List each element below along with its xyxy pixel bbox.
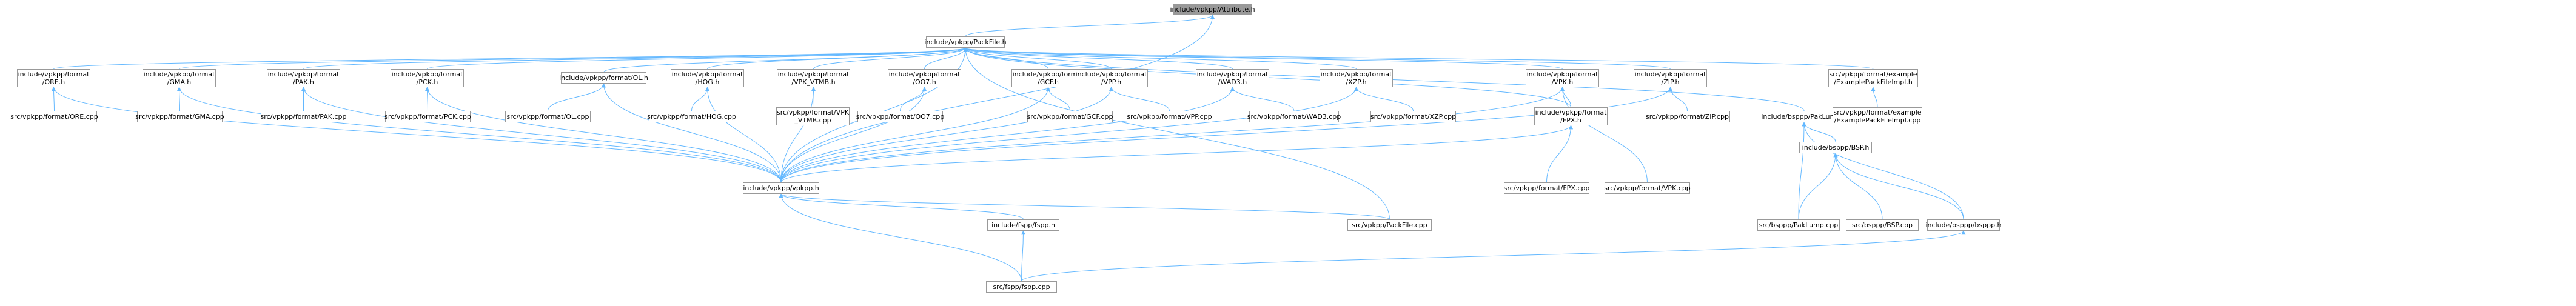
edge-ore-h-to-ore-cpp [52, 87, 56, 111]
edge-xzp-h-to-vpkpp-h [780, 87, 1358, 183]
edge-packfile-h-to-pak-h [303, 47, 968, 70]
node-example-cpp[interactable]: src/vpkpp/format/example /ExamplePackFil… [1833, 107, 1922, 125]
edge-packfile-h-to-gma-h [179, 47, 968, 70]
edge-vpp-h-to-vpp-cpp [1109, 87, 1170, 111]
node-gcf-cpp[interactable]: src/vpkpp/format/GCF.cpp [1027, 111, 1113, 122]
node-vpk-vtmb-h[interactable]: include/vpkpp/format /VPK_VTMB.h [777, 69, 850, 87]
edge-vpkpp-h-to-packfile-cpp [779, 193, 1390, 220]
node-gma-cpp[interactable]: src/vpkpp/format/GMA.cpp [135, 111, 224, 122]
node-bsp-h[interactable]: include/bsppp/BSP.h [1799, 142, 1872, 153]
node-pak-h[interactable]: include/vpkpp/format /PAK.h [267, 69, 340, 87]
node-ore-cpp[interactable]: src/vpkpp/format/ORE.cpp [10, 111, 98, 122]
edge-packfile-h-to-xzp-h [963, 47, 1357, 70]
node-ol-h[interactable]: include/vpkpp/format/OL.h [559, 72, 648, 84]
edge-packfile-h-to-vpk-h [963, 47, 1563, 70]
edge-packfile-h-to-pck-h [427, 47, 968, 70]
edge-packfile-h-to-zip-h [963, 47, 1671, 70]
node-vpp-cpp[interactable]: src/vpkpp/format/VPP.cpp [1127, 111, 1212, 122]
edge-vpk-h-to-vpk-cpp [1560, 87, 1648, 183]
edge-pck-h-to-vpkpp-h [425, 87, 782, 183]
edge-wad3-h-to-vpkpp-h [780, 87, 1235, 183]
edge-bsppp-h-to-fspp-cpp [1021, 230, 1966, 282]
node-zip-h[interactable]: include/vpkpp/format /ZIP.h [1634, 69, 1707, 87]
edge-attribute-h-to-vpkpp-h [780, 15, 1215, 183]
node-packfile-cpp[interactable]: src/vpkpp/PackFile.cpp [1347, 219, 1432, 231]
edge-packfile-h-to-vpp-h [963, 47, 1112, 70]
edge-packfile-h-to-vpk-vtmb-h [813, 47, 968, 70]
node-pak-cpp[interactable]: src/vpkpp/format/PAK.cpp [261, 111, 346, 122]
edge-bsp-h-to-paklump-cpp [1798, 153, 1838, 220]
edge-fpx-h-to-vpkpp-h [780, 125, 1573, 183]
node-hog-h[interactable]: include/vpkpp/format /HOG.h [671, 69, 744, 87]
edge-ol-h-to-ol-cpp [548, 83, 606, 111]
node-ore-h[interactable]: include/vpkpp/format /ORE.h [17, 69, 90, 87]
edge-fspp-h-to-fspp-cpp [1021, 230, 1025, 282]
edge-ol-h-to-vpkpp-h [602, 83, 782, 183]
edge-hog-h-to-hog-cpp [691, 87, 709, 111]
node-oo7-h[interactable]: include/vpkpp/format /OO7.h [888, 69, 961, 87]
node-ol-cpp[interactable]: src/vpkpp/format/OL.cpp [505, 111, 591, 122]
edge-vpk-vtmb-h-to-vpkpp-h [780, 87, 816, 183]
node-xzp-h[interactable]: include/vpkpp/format /XZP.h [1320, 69, 1393, 87]
edge-zip-h-to-vpkpp-h [780, 87, 1672, 183]
node-vpk-cpp[interactable]: src/vpkpp/format/VPK.cpp [1604, 182, 1691, 194]
node-packfile-h[interactable]: include/vpkpp/PackFile.h [924, 36, 1007, 48]
node-fpx-h[interactable]: include/vpkpp/format /FPX.h [1534, 107, 1608, 125]
node-paklump-cpp[interactable]: src/bsppp/PakLump.cpp [1757, 219, 1840, 231]
edge-example-h-to-example-cpp [1871, 87, 1878, 108]
node-example-h[interactable]: src/vpkpp/format/example /ExamplePackFil… [1828, 69, 1918, 87]
node-vpp-h[interactable]: include/vpkpp/format /VPP.h [1075, 69, 1148, 87]
edge-ore-h-to-vpkpp-h [52, 87, 782, 183]
edge-vpkpp-h-to-fspp-cpp [779, 193, 1022, 282]
node-vpk-h[interactable]: include/vpkpp/format /VPK.h [1526, 69, 1599, 87]
node-fspp-h[interactable]: include/fspp/fspp.h [987, 219, 1059, 231]
edge-vpk-h-to-vpkpp-h [780, 87, 1565, 183]
node-fspp-cpp[interactable]: src/fspp/fspp.cpp [986, 281, 1057, 293]
edge-bsp-h-to-bsppp-h [1833, 153, 1964, 220]
edge-gma-h-to-gma-cpp [177, 87, 182, 111]
node-pck-cpp[interactable]: src/vpkpp/format/PCK.cpp [384, 111, 471, 122]
node-xzp-cpp[interactable]: src/vpkpp/format/XZP.cpp [1370, 111, 1456, 122]
edge-zip-h-to-zip-cpp [1668, 87, 1688, 111]
edge-paklump-h-to-bsp-h [1802, 122, 1836, 142]
edge-vpkpp-h-to-fspp-h [779, 193, 1024, 220]
edge-xzp-h-to-xzp-cpp [1354, 87, 1414, 111]
edge-bsp-h-to-bsp-cpp [1833, 153, 1883, 220]
edge-oo7-h-to-vpkpp-h [780, 87, 927, 183]
node-oo7-cpp[interactable]: src/vpkpp/format/OO7.cpp [856, 111, 944, 122]
edge-packfile-h-to-ol-h [603, 47, 968, 73]
edge-wad3-h-to-wad3-cpp [1230, 87, 1295, 111]
edge-attribute-h-to-packfile-h [965, 15, 1215, 37]
node-vpk-vtmb-cpp[interactable]: src/vpkpp/format/VPK _VTMB.cpp [776, 107, 850, 125]
edge-gcf-h-to-vpkpp-h [780, 87, 1050, 183]
node-pck-h[interactable]: include/vpkpp/format /PCK.h [391, 69, 464, 87]
edge-fpx-h-to-fpx-cpp [1546, 125, 1573, 183]
edge-hog-h-to-vpkpp-h [705, 87, 782, 183]
node-zip-cpp[interactable]: src/vpkpp/format/ZIP.cpp [1645, 111, 1730, 122]
node-gma-h[interactable]: include/vpkpp/format /GMA.h [143, 69, 216, 87]
node-hog-cpp[interactable]: src/vpkpp/format/HOG.cpp [647, 111, 736, 122]
node-bsp-cpp[interactable]: src/bsppp/BSP.cpp [1846, 219, 1919, 231]
node-fpx-cpp[interactable]: src/vpkpp/format/FPX.cpp [1504, 182, 1589, 194]
edge-packfile-h-to-packfile-cpp [963, 47, 1390, 220]
node-bsppp-h[interactable]: include/bsppp/bsppp.h [1925, 219, 2002, 231]
node-gcf-h[interactable]: include/vpkpp/format /GCF.h [1011, 69, 1085, 87]
node-wad3-cpp[interactable]: src/vpkpp/format/WAD3.cpp [1247, 111, 1341, 122]
node-wad3-h[interactable]: include/vpkpp/format /WAD3.h [1196, 69, 1269, 87]
edge-paklump-h-to-bsppp-h [1802, 122, 1964, 220]
edge-packfile-h-to-example-h [964, 47, 1874, 70]
edge-pak-h-to-vpkpp-h [301, 87, 782, 183]
edge-vpp-h-to-vpkpp-h [780, 87, 1113, 183]
edge-gma-h-to-vpkpp-h [177, 87, 782, 183]
edge-packfile-h-to-hog-h [707, 47, 968, 70]
edge-paklump-h-to-paklump-cpp [1798, 122, 1806, 220]
node-vpkpp-h[interactable]: include/vpkpp/vpkpp.h [743, 182, 819, 194]
node-attribute-h: include/vpkpp/Attribute.h [1170, 4, 1255, 15]
edge-packfile-h-to-wad3-h [963, 47, 1233, 70]
node-paklump-h[interactable]: include/bsppp/PakLump.h [1761, 111, 1847, 122]
